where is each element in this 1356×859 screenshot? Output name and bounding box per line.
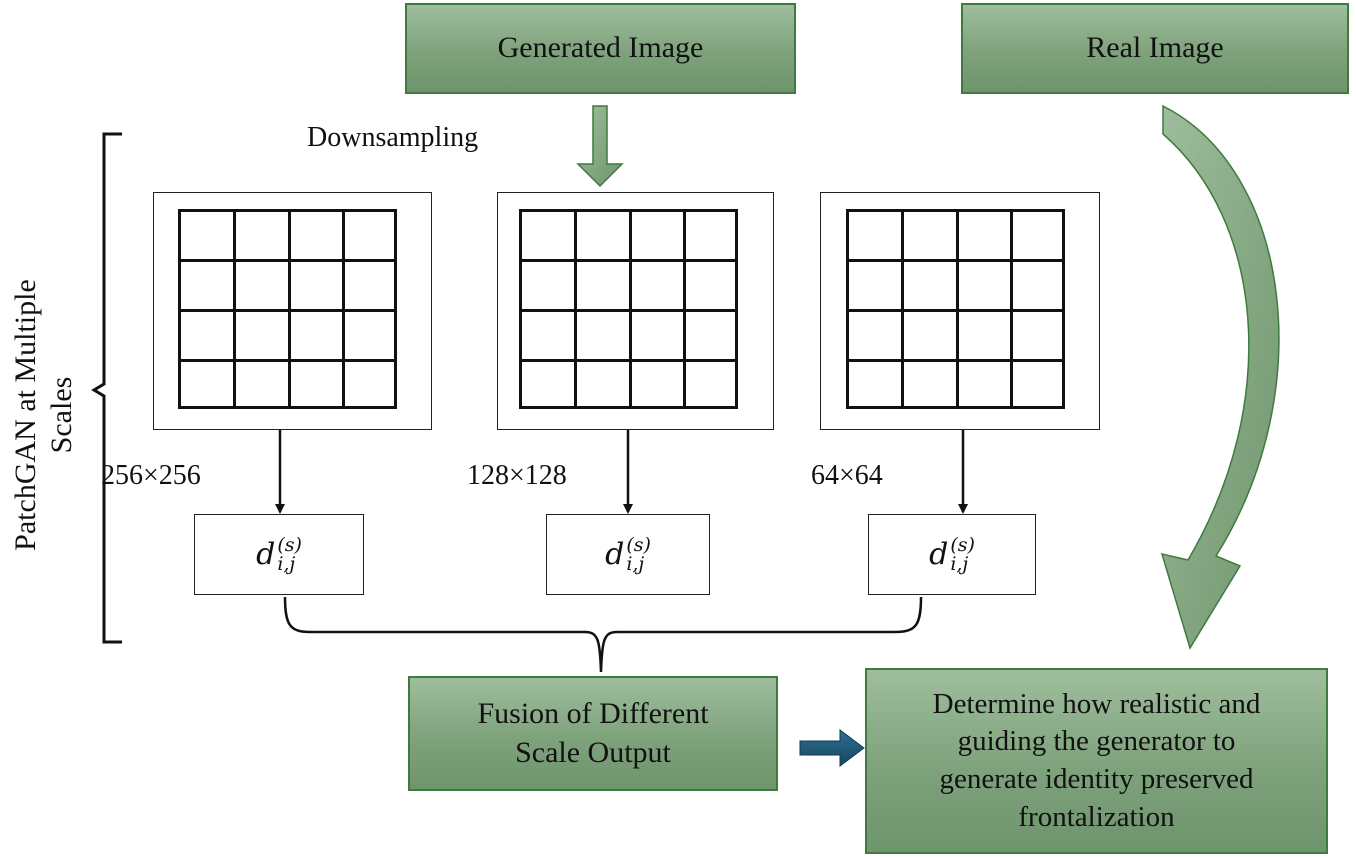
patch-grid-64	[846, 209, 1065, 409]
grid-line	[846, 406, 1065, 409]
grid-line	[287, 209, 291, 409]
determine-line1: Determine how realistic and	[932, 687, 1261, 720]
patch-output-symbol: d (s)i,j	[605, 533, 651, 575]
fusion-brace	[283, 596, 923, 673]
scale-label-128: 128×128	[467, 460, 567, 491]
determine-line4: frontalization	[1018, 800, 1175, 833]
grid-line	[178, 406, 397, 409]
grid-line	[394, 209, 397, 409]
fusion-line2: Scale Output	[515, 735, 671, 769]
patch-grid-256	[178, 209, 397, 409]
fusion-line1: Fusion of Different	[477, 697, 709, 731]
fusion-to-determine-arrow	[799, 729, 865, 767]
scale-panel-128	[497, 192, 774, 430]
discriminator-output-256: d (s)i,j	[194, 514, 364, 595]
grid-line	[1010, 209, 1014, 409]
determine-line3: generate identity preserved	[939, 763, 1254, 795]
scale-label-256: 256×256	[101, 460, 201, 491]
downsampling-label: Downsampling	[307, 122, 479, 153]
fusion-box: Fusion of Different Scale Output	[408, 676, 778, 791]
grid-line	[178, 359, 397, 362]
grid-line	[342, 209, 346, 409]
grid-line	[519, 359, 738, 362]
determine-box: Determine how realistic and guiding the …	[865, 668, 1328, 854]
grid-line	[955, 209, 959, 409]
grid-line	[1062, 209, 1065, 409]
grid-line	[628, 209, 632, 409]
scale-panel-64	[820, 192, 1100, 430]
generated-image-box: Generated Image	[405, 3, 796, 94]
grid-line	[683, 209, 687, 409]
discriminator-output-64: d (s)i,j	[868, 514, 1036, 595]
grid-line	[519, 406, 738, 409]
scale-label-64: 64×64	[811, 460, 883, 491]
downsampling-arrow	[576, 105, 624, 188]
scale-panel-256	[153, 192, 432, 430]
patch-output-symbol: d (s)i,j	[256, 533, 302, 575]
patch-output-symbol: d (s)i,j	[929, 533, 975, 575]
grid-line	[846, 359, 1065, 362]
scales-bracket	[91, 132, 122, 644]
discriminator-output-128: d (s)i,j	[546, 514, 710, 595]
real-image-label: Real Image	[1086, 31, 1224, 65]
generated-image-label: Generated Image	[497, 31, 704, 65]
patch-grid-128	[519, 209, 738, 409]
determine-line2: guiding the generator to	[957, 725, 1236, 758]
grid-line	[735, 209, 738, 409]
real-image-box: Real Image	[961, 3, 1349, 94]
real-image-curved-arrow	[1160, 104, 1280, 650]
